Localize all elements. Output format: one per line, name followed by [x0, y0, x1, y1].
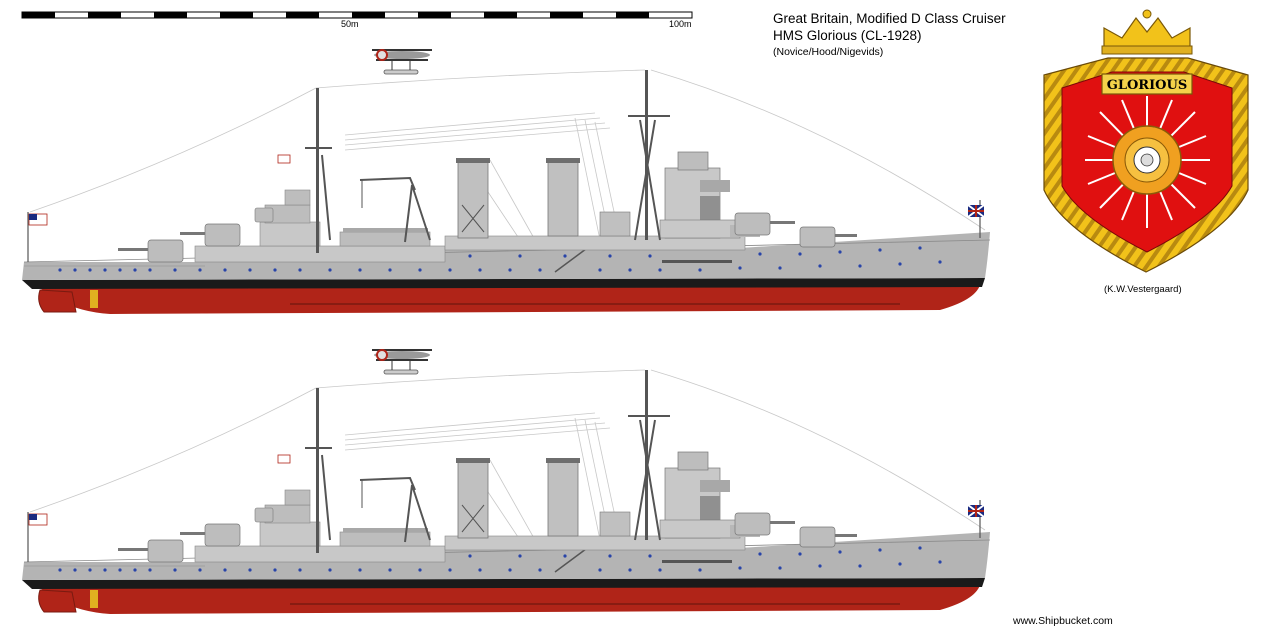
crest-name: GLORIOUS — [1107, 78, 1188, 93]
authors: (Novice/Hood/Nigevids) — [773, 46, 884, 58]
scale-label-100: 100m — [669, 19, 692, 29]
ship-profile-bottom — [21, 349, 991, 615]
website-credit: www.Shipbucket.com — [1013, 615, 1113, 627]
ship-crest: GLORIOUS — [1043, 9, 1249, 273]
ship-name: HMS Glorious (CL-1928) — [773, 28, 922, 43]
scale-bar — [21, 11, 693, 19]
design-title: Great Britain, Modified D Class Cruiser — [773, 11, 1006, 26]
crest-credit: (K.W.Vestergaard) — [1104, 284, 1182, 295]
ship-profile-top — [21, 49, 991, 315]
naval-crown-icon — [1101, 9, 1193, 55]
scale-label-50: 50m — [341, 19, 359, 29]
